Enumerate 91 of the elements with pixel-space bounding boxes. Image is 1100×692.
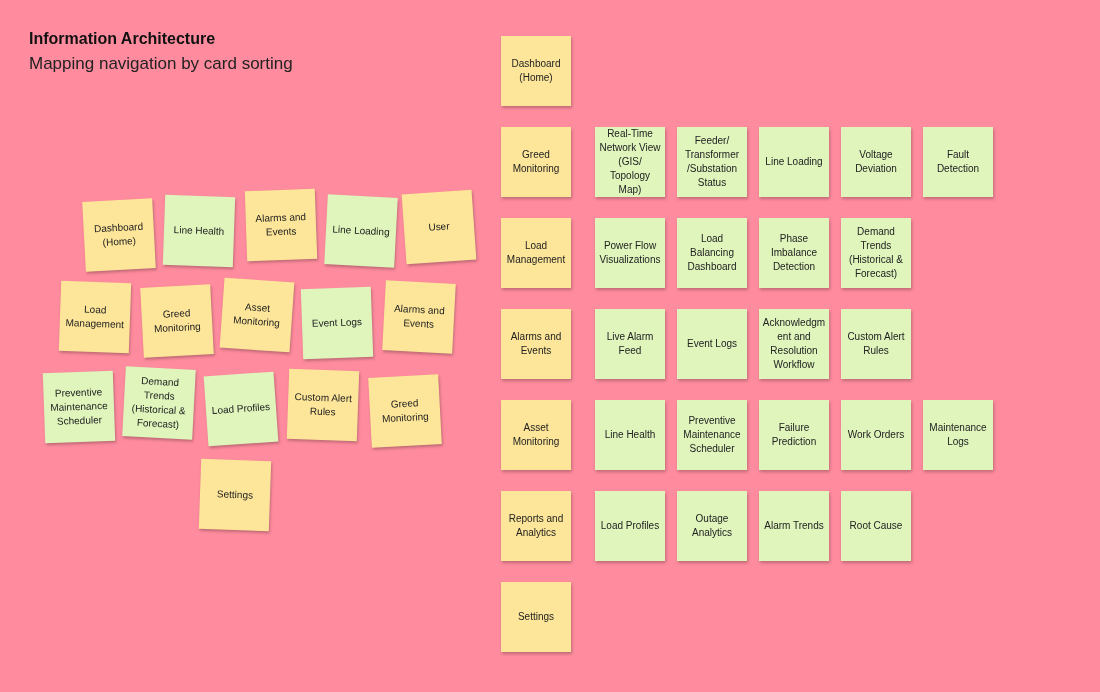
note-text: Power Flow Visualizations bbox=[598, 239, 662, 267]
note-text: Alarms and Events bbox=[254, 210, 308, 240]
sticky-note bbox=[140, 284, 214, 358]
sticky-note bbox=[841, 309, 911, 379]
sticky-note bbox=[595, 309, 665, 379]
note-text: Demand Trends (Historical & Forecast) bbox=[130, 374, 187, 433]
note-text: Dashboard (Home) bbox=[92, 219, 145, 250]
title: Information Architecture bbox=[29, 30, 216, 48]
sticky-note bbox=[244, 188, 318, 262]
sticky-note bbox=[677, 400, 747, 470]
note-text: Demand Trends (Historical & Forecast) bbox=[848, 225, 904, 281]
note-text: Root Cause bbox=[849, 519, 903, 533]
sticky-note bbox=[501, 309, 571, 379]
sticky-note bbox=[122, 366, 196, 440]
sticky-note bbox=[82, 198, 156, 272]
note-text: Preventive Maintenance Scheduler bbox=[49, 385, 109, 429]
note-text: Line Health bbox=[604, 428, 656, 442]
note-text: Failure Prediction bbox=[770, 421, 818, 449]
sticky-note bbox=[324, 194, 398, 268]
note-text: Work Orders bbox=[847, 428, 905, 442]
sticky-note bbox=[677, 218, 747, 288]
sticky-note bbox=[677, 127, 747, 197]
note-text: Phase Imbalance Detection bbox=[769, 232, 819, 274]
sticky-note bbox=[841, 127, 911, 197]
sticky-note bbox=[198, 458, 272, 532]
sticky-note bbox=[286, 368, 360, 442]
sticky-note bbox=[203, 371, 279, 447]
sticky-note bbox=[501, 218, 571, 288]
note-text: Line Loading bbox=[765, 155, 823, 169]
note-text: Preventive Maintenance Scheduler bbox=[682, 414, 742, 456]
subtitle: Mapping navigation by card sorting bbox=[29, 54, 293, 74]
sticky-note bbox=[219, 277, 295, 353]
sticky-note bbox=[923, 127, 993, 197]
note-text: Acknowledgment and Resolution Workflow bbox=[762, 316, 826, 372]
sticky-note bbox=[759, 218, 829, 288]
sticky-note bbox=[841, 218, 911, 288]
note-text: Alarms and Events bbox=[392, 301, 446, 332]
note-text: Custom Alert Rules bbox=[846, 330, 906, 358]
note-text: Custom Alert Rules bbox=[293, 390, 354, 420]
sticky-note bbox=[759, 491, 829, 561]
note-text: Greed Monitoring bbox=[380, 396, 430, 427]
sticky-note bbox=[300, 286, 374, 360]
sticky-note bbox=[501, 36, 571, 106]
note-text: Fault Detection bbox=[935, 148, 981, 176]
note-text: Alarm Trends bbox=[764, 519, 824, 533]
sticky-note bbox=[595, 491, 665, 561]
note-text: Reports and Analytics bbox=[507, 512, 565, 540]
note-text: Real-Time Network View (GIS/ Topology Map) bbox=[598, 127, 662, 197]
sticky-note bbox=[677, 491, 747, 561]
sticky-note bbox=[759, 309, 829, 379]
sticky-note bbox=[42, 370, 116, 444]
sticky-note bbox=[501, 400, 571, 470]
note-text: Settings bbox=[216, 487, 254, 503]
note-text: Voltage Deviation bbox=[854, 148, 898, 176]
note-text: Alarms and Events bbox=[509, 330, 563, 358]
sticky-note bbox=[595, 218, 665, 288]
sticky-note bbox=[162, 194, 236, 268]
note-text: Event Logs bbox=[311, 315, 363, 331]
note-text: Greed Monitoring bbox=[511, 148, 561, 176]
sticky-note bbox=[841, 491, 911, 561]
note-text: Load Management bbox=[505, 239, 567, 267]
sticky-note bbox=[759, 127, 829, 197]
sticky-note bbox=[501, 127, 571, 197]
note-text: Load Balancing Dashboard bbox=[686, 232, 738, 274]
sticky-note bbox=[923, 400, 993, 470]
sticky-note bbox=[501, 582, 571, 652]
note-text: User bbox=[427, 219, 451, 235]
note-text: Asset Monitoring bbox=[231, 300, 282, 331]
sticky-note bbox=[595, 400, 665, 470]
note-text: Feeder/ Transformer /Substation Status bbox=[683, 134, 741, 190]
note-text: Greed Monitoring bbox=[152, 306, 202, 337]
note-text: Line Loading bbox=[332, 222, 390, 240]
sticky-note bbox=[677, 309, 747, 379]
note-text: Live Alarm Feed bbox=[605, 330, 655, 358]
note-text: Load Profiles bbox=[211, 400, 271, 418]
sticky-note bbox=[501, 491, 571, 561]
note-text: Event Logs bbox=[686, 337, 737, 351]
note-text: Settings bbox=[517, 610, 555, 624]
note-text: Load Management bbox=[64, 302, 126, 332]
note-text: Maintenance Logs bbox=[928, 421, 988, 449]
note-text: Asset Monitoring bbox=[511, 421, 561, 449]
sticky-note bbox=[368, 374, 442, 448]
sticky-note bbox=[382, 280, 456, 354]
note-text: Load Profiles bbox=[600, 519, 660, 533]
sticky-note bbox=[841, 400, 911, 470]
sticky-note bbox=[58, 280, 132, 354]
note-text: Dashboard (Home) bbox=[510, 57, 562, 85]
sticky-note bbox=[759, 400, 829, 470]
note-text: Outage Analytics bbox=[691, 512, 733, 540]
sticky-note bbox=[401, 189, 477, 265]
note-text: Line Health bbox=[173, 223, 225, 239]
